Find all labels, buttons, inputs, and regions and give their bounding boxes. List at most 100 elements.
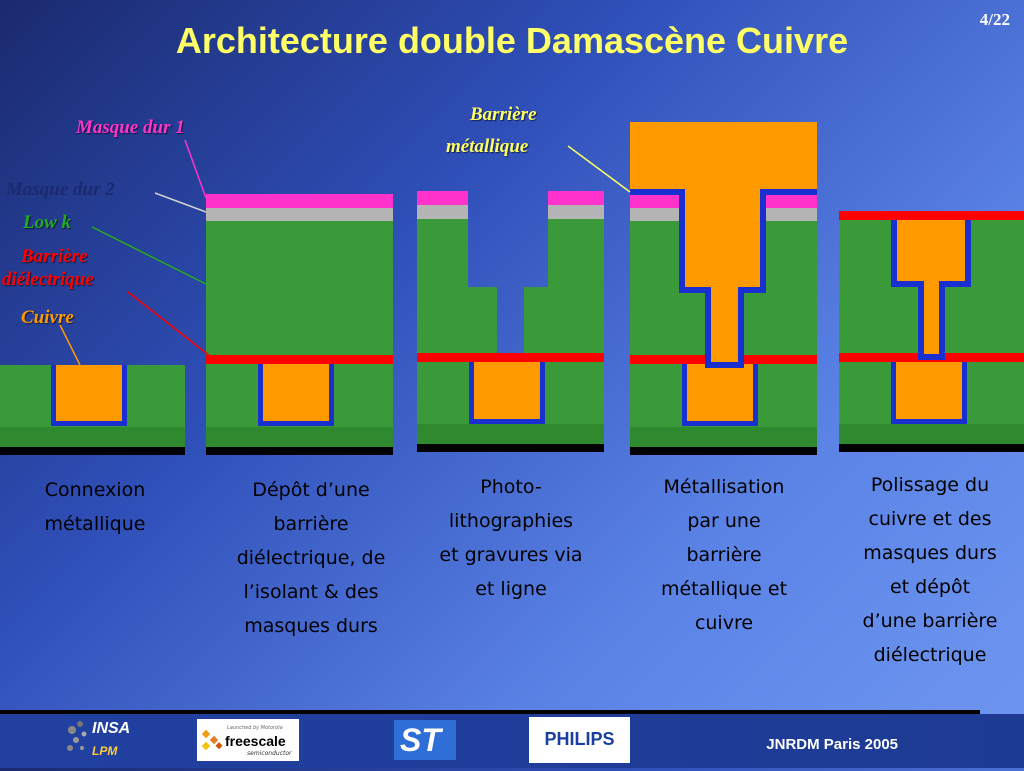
copper-plug (687, 364, 753, 421)
label-barriere-dielectrique-1: Barrière (21, 246, 88, 267)
insa-lpm-graphic (67, 721, 87, 751)
caption-line: Photo- (480, 476, 542, 498)
low-k-left-upper (417, 219, 468, 287)
caption-connexion: Connexion métallique (5, 473, 185, 541)
copper-fill-via (924, 281, 939, 354)
philips-wordmark: PHILIPS (544, 729, 615, 749)
caption-line: et gravures via (439, 544, 583, 566)
insa-text: INSA (92, 720, 131, 737)
low-k-left-lower (417, 287, 497, 353)
low-k-right-upper (548, 219, 604, 287)
st-wordmark: ST (400, 722, 441, 758)
caption-line: et dépôt (889, 576, 971, 598)
low-k-right-lower (524, 287, 604, 353)
label-low-k: Low k (23, 212, 72, 233)
substrate-strip (0, 427, 185, 447)
caption-metallisation: Métallisation par une barrière métalliqu… (634, 470, 814, 640)
hard-mask-2-left (417, 205, 468, 219)
low-k-layer (206, 221, 393, 355)
hard-mask-2 (206, 208, 393, 221)
caption-line: barrière (273, 513, 349, 535)
copper-fill-line (685, 192, 760, 287)
freescale-subtitle: semiconductor (247, 750, 292, 757)
copper-fill-via (711, 287, 738, 362)
caption-line: l’isolant & des (243, 581, 379, 603)
bottom-line (630, 447, 817, 455)
leader-barriere-dielectrique (127, 291, 211, 357)
leader-barriere-metallique (567, 145, 631, 193)
bottom-line (0, 447, 185, 455)
label-barriere-metallique-1: Barrière (470, 104, 537, 125)
caption-line: métallique et (660, 578, 788, 600)
substrate-strip (839, 424, 1024, 444)
dielectric-barrier (206, 355, 393, 364)
hard-mask-1 (206, 194, 393, 208)
caption-line: Connexion (44, 479, 146, 501)
footer-bar (0, 714, 1024, 768)
label-masque-dur-2: Masque dur 2 (6, 179, 115, 200)
stage-4-metallisation (630, 122, 817, 455)
caption-line: diélectrique (873, 644, 987, 666)
philips-logo: PHILIPS (529, 717, 630, 763)
leader-masque-dur-1 (184, 139, 207, 199)
leader-cuivre (59, 324, 81, 366)
caption-line: d’une barrière (862, 610, 998, 632)
substrate-strip (630, 427, 817, 447)
insa-lpm-logo: INSA LPM (62, 716, 142, 766)
freescale-wordmark: freescale (225, 733, 286, 749)
copper-plug (474, 362, 540, 419)
label-cuivre: Cuivre (21, 307, 74, 328)
freescale-tagline: Launched by Motorola (227, 725, 283, 731)
copper-fill-line (897, 220, 965, 281)
caption-line: Métallisation (663, 476, 785, 498)
substrate-strip (206, 427, 393, 447)
caption-line: par une (687, 510, 761, 532)
caption-line: cuivre (694, 612, 754, 634)
freescale-logo: Launched by Motorola freescale semicondu… (197, 719, 299, 761)
caption-line: barrière (686, 544, 762, 566)
caption-line: masques durs (244, 615, 378, 637)
stage-1-connexion (0, 365, 185, 455)
caption-line: masques durs (863, 542, 997, 564)
bottom-line (417, 444, 604, 452)
hard-mask-1-right (548, 191, 604, 205)
copper-overburden (630, 122, 817, 192)
label-masque-dur-1: Masque dur 1 (76, 117, 185, 138)
substrate-strip (417, 424, 604, 444)
dielectric-barrier-top (839, 211, 1024, 220)
hard-mask-2-right (548, 205, 604, 219)
page-number: 4/22 (979, 10, 1010, 29)
leader-masque-dur-2 (154, 192, 207, 213)
caption-line: et ligne (475, 578, 547, 600)
caption-line: Dépôt d’une (252, 479, 370, 501)
caption-line: lithographies (448, 510, 574, 532)
freescale-icon (201, 729, 223, 751)
caption-depot: Dépôt d’une barrière diélectrique, de l’… (221, 473, 401, 643)
lpm-text: LPM (92, 744, 118, 758)
caption-line: Polissage du (870, 474, 990, 496)
stage-2-depot (206, 194, 393, 455)
dielectric-barrier-right (497, 353, 604, 362)
stage-3-photolitho (417, 191, 604, 452)
dielectric-barrier-left (417, 353, 497, 362)
caption-line: diélectrique, de (236, 547, 386, 569)
st-logo: ST (394, 720, 456, 760)
footer-event: JNRDM Paris 2005 (766, 736, 898, 753)
slide-title: Architecture double Damascène Cuivre (175, 20, 849, 61)
copper-plug (896, 362, 962, 419)
hard-mask-1-left (417, 191, 468, 205)
bottom-line (206, 447, 393, 455)
caption-photolitho: Photo- lithographies et gravures via et … (421, 470, 601, 606)
copper-plug (263, 364, 329, 421)
caption-line: métallique (44, 513, 146, 535)
caption-polissage: Polissage du cuivre et des masques durs … (840, 468, 1020, 672)
stage-5-polissage (839, 211, 1024, 452)
caption-line: cuivre et des (868, 508, 992, 530)
leader-low-k (91, 226, 209, 286)
label-barriere-dielectrique-2: diélectrique (2, 269, 94, 290)
bottom-line (839, 444, 1024, 452)
footer-divider (0, 710, 980, 714)
label-barriere-metallique-2: métallique (446, 136, 529, 157)
copper-plug (56, 365, 122, 421)
